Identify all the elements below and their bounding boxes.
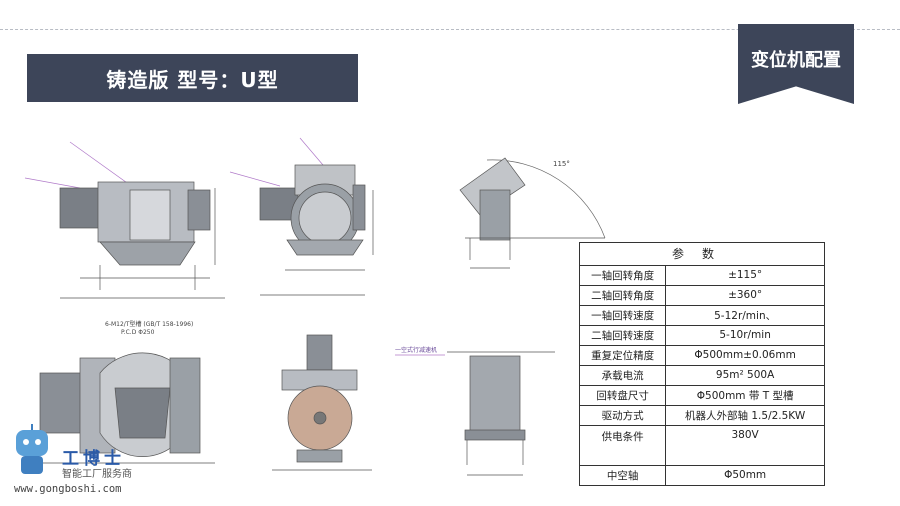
logo-subtitle: 智能工厂服务商 (62, 469, 132, 480)
drawing-top-section: 6-M12/T型槽 (GB/T 158-1996) P.C.D Φ250 (35, 320, 215, 464)
header-divider (0, 29, 900, 30)
drawing-side-elevation: 一空式行减速机 (395, 346, 555, 476)
table-row: 一轴回转角度±115° (578, 264, 825, 286)
bolt-callout: 6-M12/T型槽 (GB/T 158-1996) (105, 320, 193, 328)
angle-label: 115° (553, 160, 570, 168)
page-title: 铸造版 型号：U型 (27, 54, 358, 102)
logo-name: 工博士 (62, 449, 125, 469)
table-row: 二轴回转角度±360° (578, 284, 825, 306)
logo-robot-icon (16, 424, 48, 474)
drawing-disc-view (272, 334, 372, 471)
pcd-callout: P.C.D Φ250 (121, 329, 155, 336)
motor-callout: 一空式行减速机 (395, 346, 437, 354)
section-tag: 变位机配置 (738, 24, 854, 104)
drawing-front-view (24, 141, 225, 299)
drawing-tilt-view: 115° (459, 157, 606, 269)
table-header: 参数 (579, 242, 825, 266)
drawing-side-view (229, 137, 374, 296)
table-row: 驱动方式机器人外部轴 1.5/2.5KW (578, 404, 825, 426)
logo-url[interactable]: www.gongboshi.com (14, 483, 122, 495)
